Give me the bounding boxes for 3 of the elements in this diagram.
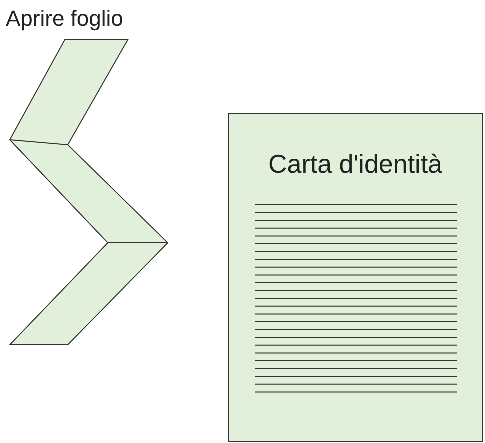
document-title: Carta d'identità (267, 149, 444, 180)
document-page (228, 113, 483, 442)
sheet-caption: Aprire foglio (6, 6, 124, 32)
